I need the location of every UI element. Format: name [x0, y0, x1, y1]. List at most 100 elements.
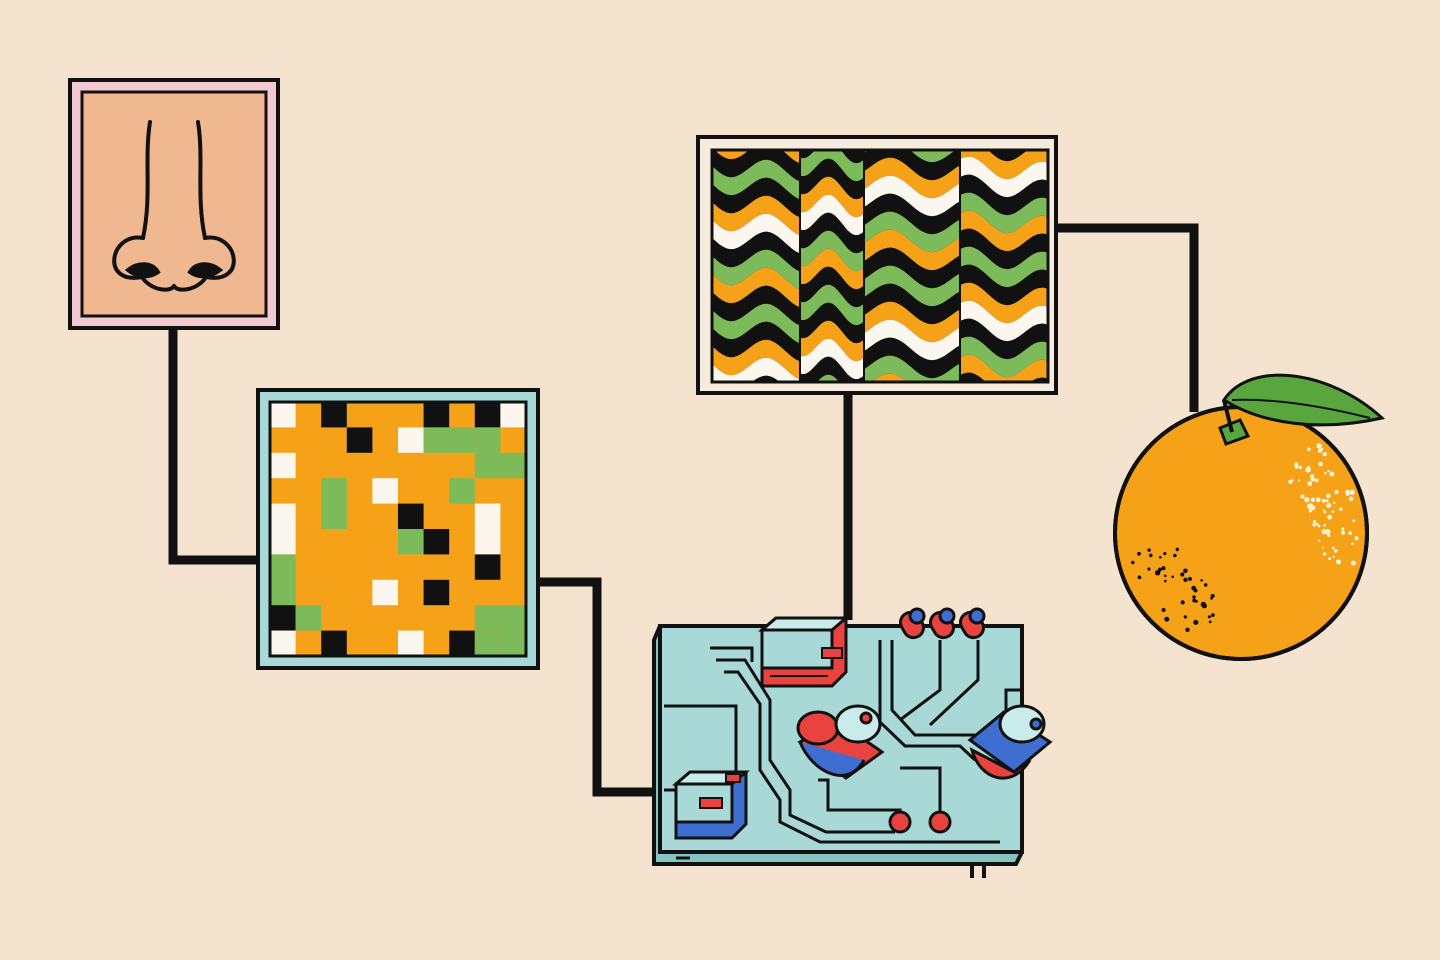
wave-band	[800, 393, 864, 433]
wave-band	[864, 337, 960, 379]
wave-band	[864, 265, 960, 307]
peel-highlight	[1318, 461, 1323, 467]
wave-band	[712, 177, 800, 218]
nose-icon	[112, 120, 236, 292]
wave-band	[712, 213, 800, 254]
peel-highlight	[1321, 498, 1326, 503]
wave-band	[800, 429, 864, 469]
solder-points	[888, 810, 952, 834]
peel-highlight	[1349, 489, 1355, 495]
wave-band	[960, 85, 1048, 126]
peel-highlight	[1338, 561, 1341, 564]
peel-pore	[1164, 616, 1170, 622]
wave-band	[714, 150, 800, 164]
pixel-cell	[500, 605, 526, 631]
peel-highlight	[1322, 552, 1327, 556]
pixel-cell	[270, 402, 296, 428]
wave-band	[712, 159, 800, 200]
wave-band	[960, 228, 1048, 270]
peel-highlight	[1333, 549, 1338, 553]
wave-band	[712, 303, 800, 344]
wave-band	[712, 267, 800, 308]
peel-pore	[1183, 568, 1188, 574]
wave-band	[960, 264, 1048, 306]
peel-highlight	[1309, 508, 1313, 512]
peel-highlight	[1306, 466, 1311, 470]
peel-highlight	[1290, 479, 1294, 482]
connector-nose-to-grid	[168, 326, 258, 565]
peel-highlight	[1352, 519, 1356, 523]
peel-highlight	[1327, 514, 1333, 520]
peel-highlight	[1331, 546, 1335, 550]
wave-band	[960, 156, 1048, 198]
wave-band	[864, 211, 960, 253]
pixel-cell	[398, 503, 424, 529]
circuit-traces	[664, 640, 1022, 844]
wave-band	[800, 150, 864, 182]
wave-band	[712, 231, 800, 272]
peel-pore	[1163, 574, 1167, 578]
peel-pore	[1163, 552, 1167, 556]
peel-pore	[1193, 588, 1198, 593]
peel-pore	[1200, 579, 1203, 582]
wave-band	[712, 285, 800, 326]
peel-pore	[1185, 627, 1190, 632]
peel-pore	[1183, 577, 1188, 582]
peel-pore	[1203, 583, 1208, 587]
pixel-cell	[449, 630, 475, 656]
peel-pore	[1183, 615, 1188, 619]
wave-band	[712, 394, 800, 434]
pixel-cell	[346, 427, 373, 453]
wave-band	[864, 283, 960, 325]
wave-screen-panel	[696, 68, 1058, 469]
wave-band	[800, 87, 864, 127]
nose-panel	[68, 78, 280, 330]
wave-band	[960, 174, 1048, 216]
pixel-cell	[474, 529, 501, 555]
wave-band	[864, 247, 960, 289]
pixel-cell	[372, 579, 398, 606]
pixel-cell	[474, 503, 501, 529]
orange-fruit-icon	[1113, 373, 1386, 661]
wave-band	[864, 193, 960, 235]
peel-highlight	[1333, 501, 1336, 505]
peel-highlight	[1332, 555, 1335, 558]
wave-band	[800, 176, 864, 218]
chip-top	[757, 616, 851, 688]
peel-highlight	[1341, 530, 1345, 535]
peel-highlight	[1312, 520, 1317, 524]
wave-band	[960, 336, 1048, 378]
wave-band	[864, 68, 960, 108]
wave-band	[712, 70, 800, 110]
peel-highlight	[1325, 499, 1329, 503]
peel-pore	[1137, 551, 1141, 556]
peel-highlight	[1323, 510, 1327, 514]
peel-pore	[1210, 596, 1213, 600]
peel-pore	[1208, 620, 1212, 624]
circuit-board-icon	[652, 607, 1053, 878]
wave-band	[800, 284, 864, 326]
wave-band	[712, 339, 800, 380]
peel-highlight	[1334, 489, 1339, 495]
capacitor-right	[967, 704, 1053, 780]
pixel-cell	[474, 605, 501, 631]
pixel-cell	[270, 605, 296, 631]
pixel-cell	[423, 529, 450, 555]
peel-pore	[1195, 600, 1198, 603]
wave-band	[800, 320, 864, 362]
peel-pore	[1180, 600, 1185, 605]
peel-pore	[1161, 566, 1166, 571]
peel-highlight	[1298, 479, 1300, 482]
wave-band	[864, 301, 960, 343]
pixel-cell	[321, 402, 347, 428]
peel-pore	[1159, 555, 1162, 559]
pixel-cell	[449, 427, 475, 453]
peel-highlight	[1300, 494, 1305, 499]
peel-highlight	[1327, 533, 1331, 538]
wave-band	[864, 150, 956, 163]
wave-band	[864, 428, 960, 468]
peel-pore	[1137, 575, 1142, 580]
wave-band	[800, 411, 864, 451]
